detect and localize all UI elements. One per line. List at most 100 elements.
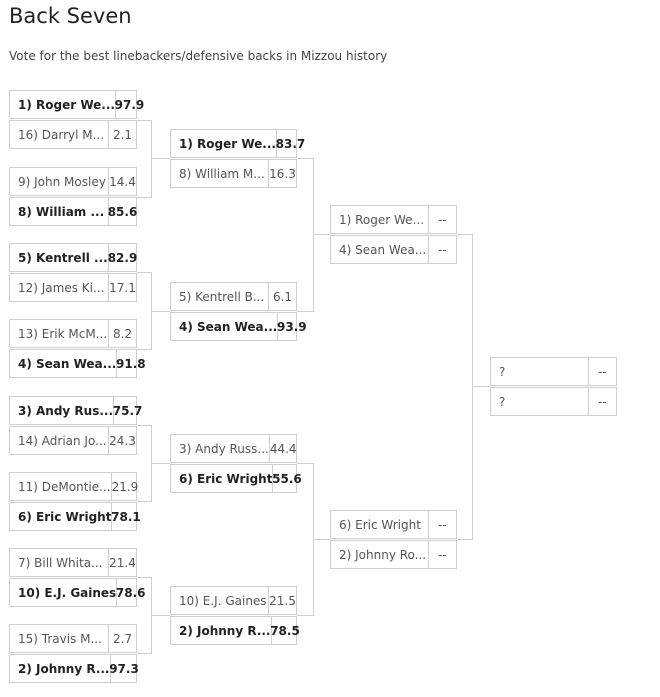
team-score: 21.4 [108,549,136,576]
team-score: 14.4 [108,168,136,195]
team-slot[interactable]: 2) Johnny R... 78.5 [170,616,300,645]
connector-line [151,615,170,616]
connector-line [137,120,152,121]
team-score: -- [428,206,456,233]
team-score: 97.3 [109,655,139,682]
team-slot[interactable]: 4) Sean Wea... -- [330,235,457,264]
team-name: 9) John Mosley [18,174,106,189]
team-score: 91.8 [116,350,146,377]
team-score: 2.7 [108,625,136,652]
team-name: 6) Eric Wright [18,509,112,524]
page-title: Back Seven [9,4,132,28]
team-slot[interactable]: 14) Adrian Jo... 24.3 [9,426,137,455]
team-slot[interactable]: 5) Kentrell B... 6.1 [170,282,297,311]
team-score: 97.9 [115,91,144,118]
team-slot[interactable]: 8) William M... 16.3 [170,159,297,188]
connector-line [472,234,473,540]
team-slot[interactable]: 6) Eric Wright 55.6 [170,464,302,493]
connector-line [313,539,330,540]
connector-line [297,615,313,616]
team-name: 4) Sean Wea... [179,319,278,334]
team-score: 82.9 [108,244,137,271]
team-score: 8.2 [108,320,136,347]
team-name: 8) William M... [179,166,265,181]
team-slot[interactable]: 3) Andy Russ... 44.4 [170,434,297,463]
team-score: 21.9 [110,473,138,500]
team-slot[interactable]: 11) DeMontie... 21.9 [9,472,138,501]
team-slot[interactable]: 5) Kentrell ... 82.9 [9,243,137,272]
connector-line [137,272,152,273]
team-slot[interactable]: 1) Roger We... -- [330,205,457,234]
team-slot[interactable]: 12) James Ki... 17.1 [9,273,137,302]
connector-line [151,463,170,464]
team-name: 2) Johnny Ro... [339,547,427,562]
team-slot[interactable]: 8) William ... 85.6 [9,197,137,226]
team-score: 55.6 [272,465,302,492]
team-score: 78.5 [270,617,300,644]
team-score: 78.6 [116,579,146,606]
team-slot[interactable]: ? -- [490,387,617,416]
team-name: 11) DeMontie... [18,479,111,494]
team-score: 78.1 [111,503,141,530]
team-score: 85.6 [108,198,137,225]
team-name: 4) Sean Wea... [339,242,427,257]
team-name: 16) Darryl M... [18,127,105,142]
connector-line [137,577,152,578]
team-name: 10) E.J. Gaines [179,593,267,608]
connector-line [297,311,313,312]
team-score: 6.1 [268,283,296,310]
team-name: 1) Roger We... [18,97,115,112]
team-slot[interactable]: 13) Erik McM... 8.2 [9,319,137,348]
team-score: 16.3 [268,160,296,187]
team-name: 13) Erik McM... [18,326,108,341]
team-name: 15) Travis M... [18,631,102,646]
connector-line [137,197,152,198]
team-score: 93.9 [277,313,307,340]
team-slot[interactable]: 10) E.J. Gaines 78.6 [9,578,146,607]
team-slot[interactable]: 2) Johnny Ro... -- [330,540,457,569]
team-slot[interactable]: 6) Eric Wright -- [330,510,457,539]
team-slot[interactable]: 6) Eric Wright 78.1 [9,502,141,531]
connector-line [313,158,314,312]
team-slot[interactable]: ? -- [490,357,617,386]
team-score: -- [588,388,616,415]
team-score: 24.3 [108,427,136,454]
team-name: 14) Adrian Jo... [18,433,107,448]
team-slot[interactable]: 9) John Mosley 14.4 [9,167,137,196]
team-name: 5) Kentrell B... [179,289,265,304]
connector-line [472,386,490,387]
team-slot[interactable]: 4) Sean Wea... 91.8 [9,349,146,378]
team-slot[interactable]: 7) Bill Whita... 21.4 [9,548,137,577]
team-slot[interactable]: 16) Darryl M... 2.1 [9,120,137,149]
connector-line [313,234,330,235]
team-name: 1) Roger We... [339,212,425,227]
connector-line [137,653,152,654]
connector-line [297,158,313,159]
connector-line [457,234,473,235]
team-name: 7) Bill Whita... [18,555,103,570]
connector-line [151,158,170,159]
team-slot[interactable]: 4) Sean Wea... 93.9 [170,312,307,341]
team-score: -- [428,541,456,568]
team-name: 3) Andy Rus... [18,403,114,418]
connector-line [137,349,152,350]
team-slot[interactable]: 15) Travis M... 2.7 [9,624,137,653]
team-slot[interactable]: 1) Roger We... 97.9 [9,90,144,119]
connector-line [457,539,473,540]
team-slot[interactable]: 2) Johnny R... 97.3 [9,654,139,683]
team-name: 2) Johnny R... [179,623,271,638]
team-name: ? [499,394,506,409]
team-score: 44.4 [268,435,297,462]
team-name: 4) Sean Wea... [18,356,117,371]
team-slot[interactable]: 1) Roger We... 83.7 [170,129,305,158]
team-slot[interactable]: 3) Andy Rus... 75.7 [9,396,142,425]
team-name: 6) Eric Wright [179,471,273,486]
team-name: 8) William ... [18,204,105,219]
team-score: 2.1 [108,121,136,148]
connector-line [297,463,313,464]
team-score: 83.7 [276,130,305,157]
connector-line [151,120,152,198]
team-slot[interactable]: 10) E.J. Gaines 21.5 [170,586,297,615]
page-subtitle: Vote for the best linebackers/defensive … [9,49,388,63]
connector-line [137,425,152,426]
